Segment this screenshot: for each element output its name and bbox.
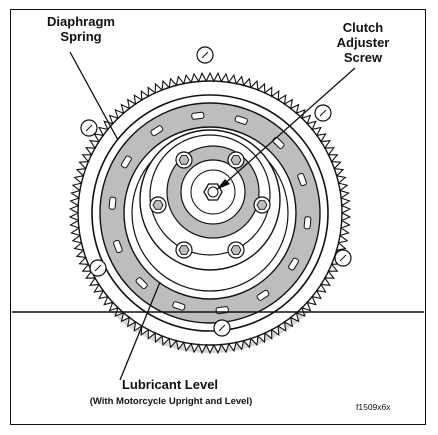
clutch-screw-leader (221, 67, 356, 187)
bolt-hex (152, 200, 164, 210)
diaphragm-leader (69, 51, 119, 141)
outer-pin (314, 104, 332, 122)
hub-inner-ring (190, 169, 236, 215)
spring-bolt (175, 241, 193, 259)
lubricant-level-note: (With Motorcycle Upright and Level) (89, 396, 253, 407)
spring-bolt (227, 151, 245, 169)
slot (215, 306, 229, 315)
slot (135, 277, 148, 290)
clutch-adjuster-screw-label: Clutch Adjuster Screw (318, 20, 408, 65)
bolt-hex (178, 155, 190, 165)
ring-gear-rim (77, 80, 343, 346)
pin-slot (201, 51, 209, 59)
outer-pin (334, 249, 352, 267)
slot (297, 172, 307, 187)
bolt-hex (178, 245, 190, 255)
spring-bolts (149, 151, 271, 259)
slot (150, 125, 164, 137)
pin-slot (339, 254, 347, 262)
spring-bolt (227, 241, 245, 259)
outer-pin (89, 259, 107, 277)
outer-pin (196, 46, 214, 64)
pressure-plate-slots (108, 111, 312, 315)
spring-bolt (149, 196, 167, 214)
pin-slot (218, 324, 226, 332)
outer-pin (80, 119, 98, 137)
outer-pins (80, 46, 352, 337)
slot (234, 115, 248, 125)
clutch-label-line1: Clutch (342, 20, 384, 35)
slot (120, 155, 132, 169)
diaphragm-label-line2: Spring (60, 29, 102, 44)
bolt-hex (256, 200, 268, 210)
figure-code: f1509x6x (356, 402, 391, 412)
slot (191, 111, 205, 120)
spring-bolt (253, 196, 271, 214)
pin-slot (319, 109, 327, 117)
clutch-label-line2: Adjuster (336, 35, 390, 50)
lubricant-level-label: Lubricant Level (121, 377, 219, 392)
slot (256, 289, 270, 301)
bolt-hex (230, 155, 242, 165)
spring-bolt (175, 151, 193, 169)
slot (303, 216, 312, 230)
pin-slot (94, 264, 102, 272)
slot (113, 239, 123, 254)
slot (288, 257, 300, 271)
pin-slot (85, 124, 93, 132)
lubricant-leader (119, 281, 161, 381)
diaphragm-spring-label: Diaphragm Spring (26, 14, 136, 44)
bolt-hex (230, 245, 242, 255)
slot (108, 196, 117, 210)
clutch-label-line3: Screw (343, 50, 383, 65)
slot (172, 301, 186, 311)
adjuster-screw (207, 186, 219, 198)
slot (272, 136, 285, 149)
outer-pin (213, 319, 231, 337)
clutch-screw-arrowhead (216, 179, 230, 190)
diaphragm-label-line1: Diaphragm (47, 14, 115, 29)
